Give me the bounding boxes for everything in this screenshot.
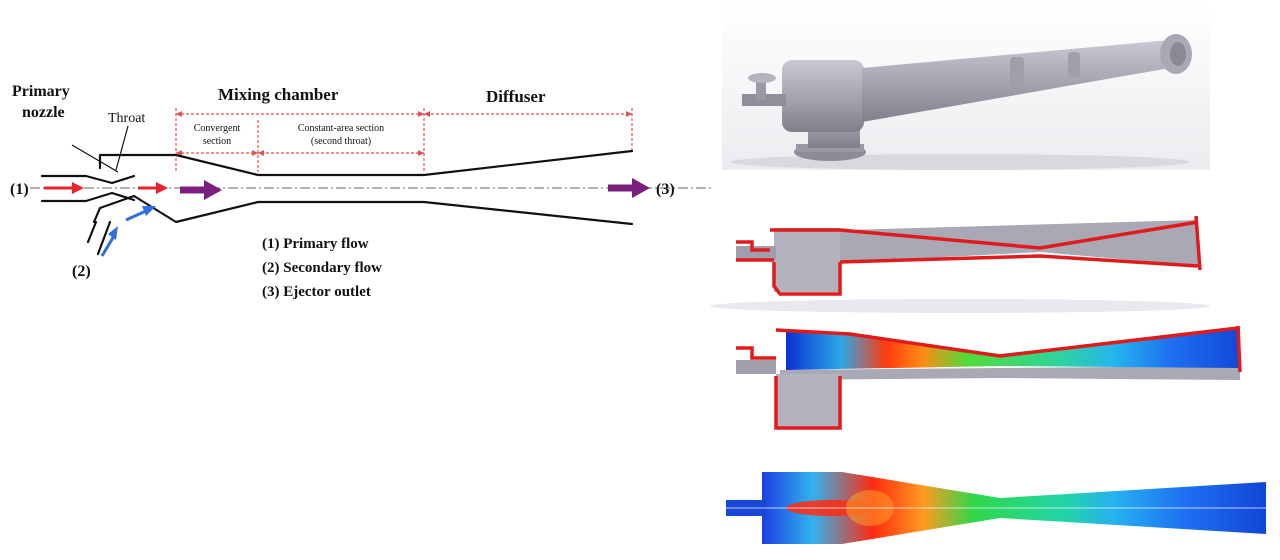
dimension-arrowheads [176, 111, 632, 156]
ejector-cfd-contour-panel [714, 462, 1274, 552]
inlet-secondary-label: (2) [72, 263, 91, 280]
ejector-schematic: Primary nozzle Throat Mixing chamber Dif… [10, 83, 712, 300]
section-cut-walls [736, 215, 1202, 296]
secondary-arrow-icon [125, 209, 147, 222]
ejector-section-panel [710, 208, 1226, 314]
secondary-arrow-icon [100, 235, 116, 257]
secondary-flow-arrows [100, 206, 156, 257]
primary-nozzle-label: nozzle [22, 104, 65, 121]
ejector-outline [40, 149, 634, 256]
throat-label: Throat [108, 111, 145, 126]
legend: (1) Primary flow (2) Secondary flow (3) … [262, 236, 382, 300]
leader-lines [71, 125, 129, 173]
convergent-section-label: section [203, 136, 231, 147]
mixing-chamber-label: Mixing chamber [218, 85, 339, 104]
section-cut-walls [736, 325, 1242, 430]
constant-area-label: (second throat) [311, 136, 371, 147]
primary-nozzle-label: Primary [12, 83, 70, 100]
dimension-lines [175, 108, 633, 172]
constant-area-label: Constant-area section [298, 123, 384, 134]
ejector-cfd-overlay-panel [714, 322, 1274, 448]
legend-item: (3) Ejector outlet [262, 284, 371, 300]
convergent-section-label: Convergent [194, 123, 241, 134]
outlet-label: (3) [656, 181, 675, 198]
outlet-flow-arrows [180, 178, 650, 200]
inlet-primary-label: (1) [10, 181, 29, 198]
primary-flow-arrows [44, 182, 168, 194]
legend-item: (2) Secondary flow [262, 260, 382, 276]
diffuser-label: Diffuser [486, 87, 546, 106]
legend-item: (1) Primary flow [262, 236, 369, 252]
ejector-3d-model-panel [722, 2, 1210, 170]
